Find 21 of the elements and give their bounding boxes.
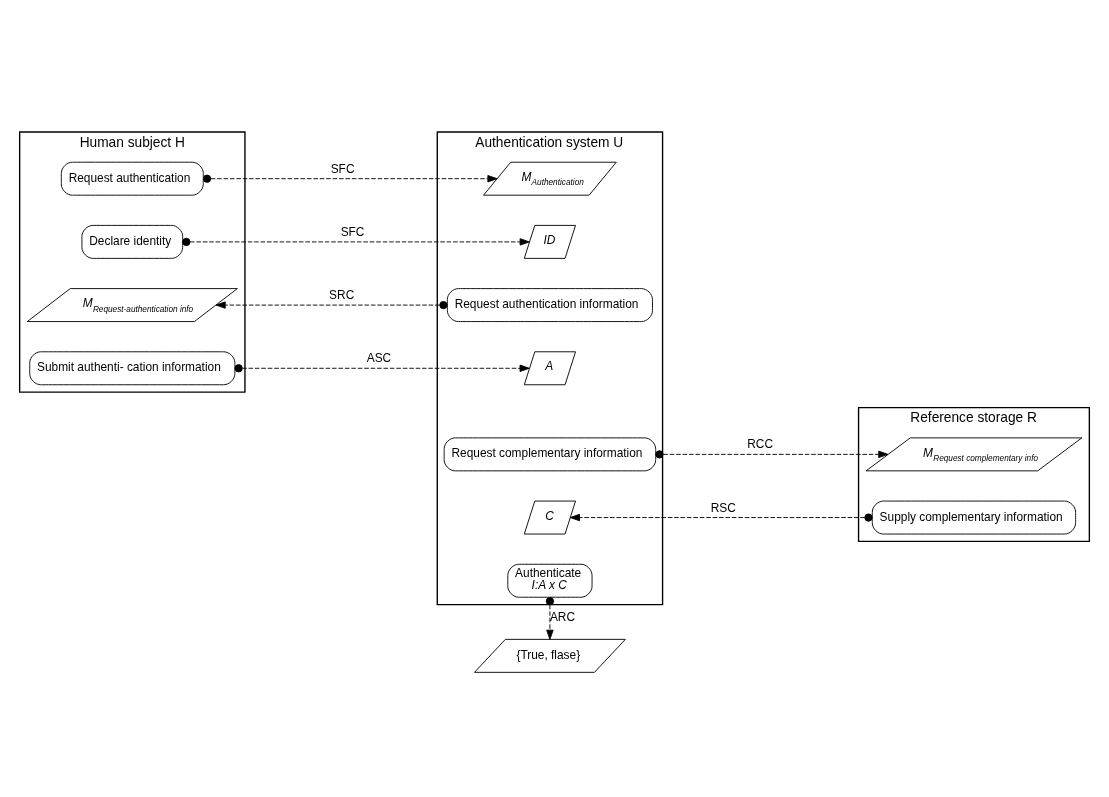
arrow xyxy=(202,174,498,183)
arrow xyxy=(182,237,530,246)
node-box: Submit authenti- cation information xyxy=(29,351,236,386)
arrow xyxy=(545,597,555,640)
node-box: Request complementary information xyxy=(443,437,657,472)
node-box: Supply complementary information xyxy=(871,500,1077,535)
arrow xyxy=(234,364,530,373)
edge-label: ARC xyxy=(549,610,576,625)
edge-label: RCC xyxy=(747,437,773,452)
edge-label: SFC xyxy=(330,161,355,176)
node-box: Declare identity xyxy=(81,224,184,259)
arrow xyxy=(569,513,873,522)
arrow xyxy=(215,300,448,310)
node-box: Authenticate I:A x C xyxy=(507,563,593,598)
arrow xyxy=(655,450,889,459)
edge-label: SRC xyxy=(329,288,355,303)
edge-label: ASC xyxy=(366,351,392,366)
edge-label: RSC xyxy=(710,500,736,515)
edge-label: SFC xyxy=(340,224,365,239)
node-box: Request authentication information xyxy=(446,288,653,323)
node-box: Request authentication xyxy=(60,161,204,196)
